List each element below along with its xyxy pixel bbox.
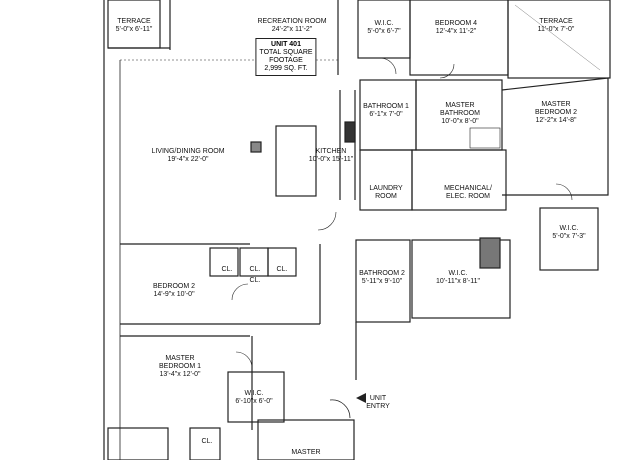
door-swing-bedroom2: [231, 283, 249, 301]
unit-info-box: UNIT 401 TOTAL SQUARE FOOTAGE 2,999 SQ. …: [255, 38, 317, 76]
closet-label: CL.: [249, 277, 261, 284]
room-bedroom2: BEDROOM 2 14'-9"x 10'-0": [152, 283, 196, 298]
room-bathroom1: BATHROOM 1 6'-1"x 7'-0": [363, 103, 409, 118]
unit-line1: TOTAL SQUARE: [259, 49, 313, 56]
room-terrace-right: TERRACE 11'-0"x 7'-0": [537, 18, 575, 33]
room-laundry: LAUNDRY ROOM: [369, 185, 403, 200]
terrace-bottom-left: [107, 427, 169, 460]
wic-right: [539, 207, 599, 271]
room-master-bathroom: MASTER BATHROOM 10'-0"x 8'-0": [440, 102, 480, 125]
room-wic-top: W.I.C. 5'-0"x 6'-7": [367, 20, 401, 35]
wic-bottom: [227, 371, 285, 423]
duct: [479, 237, 501, 269]
stove: [344, 121, 356, 143]
bathroom2: [355, 239, 411, 323]
closet-3: [267, 247, 297, 277]
room-terrace-left: TERRACE 5'-0"x 6'-11": [115, 18, 153, 33]
room-mechanical: MECHANICAL/ ELEC. ROOM: [444, 185, 492, 200]
door-swing-bed4: [439, 63, 455, 79]
wic-mid: [411, 239, 511, 319]
closet-label: CL.: [221, 266, 233, 273]
shower: [469, 127, 501, 149]
room-master-bottom: MASTER: [291, 449, 321, 456]
room-bedroom4: BEDROOM 4 12'-4"x 11'-2": [434, 20, 478, 35]
door-swing-wic-right: [555, 183, 573, 201]
room-unit-entry: UNIT ENTRY: [366, 395, 390, 410]
terrace-right: [507, 0, 611, 79]
room-kitchen: KITCHEN 10'-0"x 15'-11": [308, 148, 354, 163]
room-bathroom2: BATHROOM 2 5'-11"x 9'-10": [359, 270, 405, 285]
closet-label: CL.: [249, 266, 261, 273]
bedroom4: [409, 0, 509, 76]
room-wic-mid: W.I.C. 10'-11"x 8'-11": [436, 270, 480, 285]
entry-door-swing: [329, 399, 351, 419]
door-swing-kitchen: [317, 211, 337, 231]
room-recreation: RECREATION ROOM 24'-2"x 11'-2": [257, 18, 327, 33]
room-wic-right: W.I.C. 5'-0"x 7'-3": [552, 225, 586, 240]
terrace-hatch: [514, 4, 601, 71]
room-master-bedroom1: MASTER BEDROOM 1 13'-4"x 12'-0": [158, 355, 201, 378]
laundry-room: [359, 149, 413, 211]
door-swing-master1: [235, 351, 253, 369]
unit-number: UNIT 401: [271, 41, 301, 48]
door-swing-wic: [379, 57, 397, 75]
closet-1: [209, 247, 239, 277]
column: [250, 141, 262, 153]
unit-line2: FOOTAGE: [269, 57, 303, 64]
room-wic-bottom: W.I.C. 6'-10"x 6'-0": [235, 390, 273, 405]
master-bath-bottom: [257, 419, 355, 460]
entry-arrow-icon: [356, 393, 366, 403]
mechanical-room: [411, 149, 507, 211]
unit-line3: 2,999 SQ. FT.: [264, 65, 308, 72]
kitchen-island: [275, 125, 317, 197]
closet-label: CL.: [201, 438, 213, 445]
master-bedroom2: [501, 77, 609, 196]
closet-label: CL.: [276, 266, 288, 273]
closet-bottom: [189, 427, 221, 460]
room-living: LIVING/DINING ROOM 19'-4"x 22'-0": [151, 148, 225, 163]
room-master-bedroom2: MASTER BEDROOM 2 12'-2"x 14'-8": [534, 101, 577, 124]
